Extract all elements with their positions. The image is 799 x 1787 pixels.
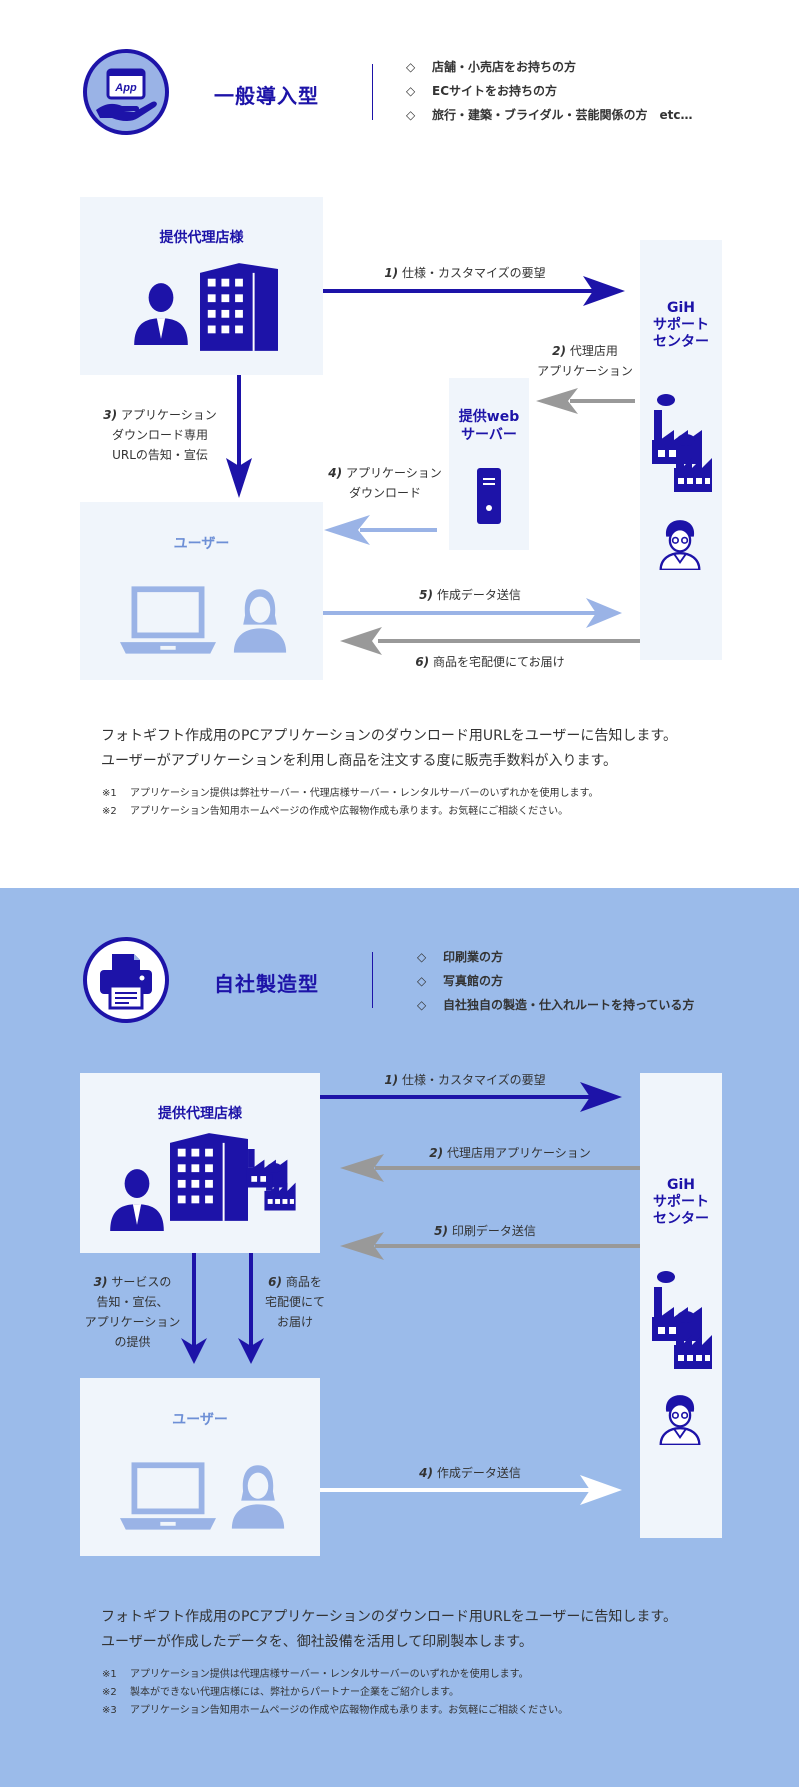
s2-flow-3-label: 3) サービスの 告知・宣伝、 アプリケーション の提供 (70, 1272, 195, 1352)
s1-flow-4-text: アプリケーション ダウンロード (345, 466, 442, 500)
s2-arrows (181, 1082, 640, 1505)
s1-arrow-3 (226, 375, 252, 498)
s1-flow-3-text: アプリケーション ダウンロード専用 URLの告知・宣伝 (111, 408, 217, 462)
s2-flow-4-label: 4) 作成データ送信 (385, 1463, 555, 1483)
s1-flow-2-label: 2) 代理店用 アプリケーション (520, 341, 650, 381)
s2-flow-2-label: 2) 代理店用アプリケーション (395, 1143, 625, 1163)
s2-flow-1-num: 1) (384, 1073, 399, 1087)
s1-flow-6-label: 6) 商品を宅配便にてお届け (385, 652, 595, 672)
s2-arrow-6 (238, 1253, 264, 1364)
s2-desc-line-2: ユーザーが作成したデータを、御社設備を活用して印刷製本します。 (101, 1634, 533, 1650)
s2-flow-4-text: 作成データ送信 (436, 1466, 521, 1480)
s1-user-title: ユーザー (173, 536, 230, 552)
section2-bullet-3: 自社独自の製造・仕入れルートを持っている方 (417, 993, 694, 1017)
s2-user-title: ユーザー (172, 1412, 228, 1428)
s1-arrow-5 (323, 598, 622, 628)
s1-user-box: ユーザー (80, 502, 323, 680)
s2-arrow-4 (320, 1475, 622, 1505)
section1-header-icon: App (82, 48, 170, 136)
printer-icon (83, 937, 169, 1023)
s2-flow-4-num: 4) (419, 1466, 433, 1480)
s1-flow-5-label: 5) 作成データ送信 (385, 585, 555, 605)
s1-agency-title: 提供代理店様 (159, 230, 244, 246)
s2-flow-3-num: 3) (93, 1275, 108, 1289)
s2-gih-title: GiH サポート センター (653, 1177, 709, 1227)
s2-flow-2-num: 2) (429, 1146, 444, 1160)
s1-arrow-4 (324, 515, 437, 545)
section1-title: 一般導入型 (214, 84, 319, 108)
section1-bullet-2: ECサイトをお持ちの方 (406, 79, 693, 103)
s2-arrow-3 (181, 1253, 207, 1364)
s1-flow-6-num: 6) (415, 655, 430, 669)
section2-bullet-1: 印刷業の方 (417, 945, 694, 969)
section2-bullet-2: 写真館の方 (417, 969, 694, 993)
s1-flow-3-num: 3) (103, 408, 118, 422)
s2-flow-6-label: 6) 商品を 宅配便にて お届け (255, 1272, 335, 1332)
s2-gih-box: GiH サポート センター (640, 1073, 722, 1538)
s2-user-box: ユーザー (80, 1378, 320, 1556)
s1-agency-box: 提供代理店様 (80, 197, 323, 375)
section2-title: 自社製造型 (214, 972, 319, 996)
app-label: App (114, 82, 137, 94)
s1-flow-6-text: 商品を宅配便にてお届け (433, 655, 565, 669)
s1-flow-2-text: 代理店用 アプリケーション (537, 344, 633, 378)
s2-flow-5-label: 5) 印刷データ送信 (395, 1221, 575, 1241)
s1-flow-3-label: 3) アプリケーション ダウンロード専用 URLの告知・宣伝 (90, 405, 230, 465)
section1-bullet-1: 店舗・小売店をお持ちの方 (406, 55, 693, 79)
s2-flow-5-num: 5) (434, 1224, 448, 1238)
s2-flow-6-text: 商品を 宅配便にて お届け (264, 1275, 325, 1329)
s1-flow-4-label: 4) アプリケーション ダウンロード (315, 463, 455, 503)
s1-arrows (226, 276, 640, 655)
s1-arrow-1 (323, 276, 625, 306)
s1-gih-box: GiH サポート センター (640, 240, 722, 660)
s2-arrow-5 (340, 1232, 640, 1260)
section1-divider (372, 64, 373, 120)
s1-arrow-2 (536, 388, 635, 414)
s2-flow-5-text: 印刷データ送信 (451, 1224, 536, 1238)
s1-desc-line-2: ユーザーがアプリケーションを利用し商品を注文する度に販売手数料が入ります。 (101, 753, 618, 769)
section2-bullets: 印刷業の方 写真館の方 自社独自の製造・仕入れルートを持っている方 (417, 945, 694, 1017)
s2-agency-box: 提供代理店様 (80, 1073, 320, 1253)
s2-description: フォトギフト作成用のPCアプリケーションのダウンロード用URLをユーザーに告知し… (101, 1605, 677, 1655)
s1-flow-2-num: 2) (552, 344, 566, 358)
s1-flow-5-num: 5) (419, 588, 433, 602)
s2-flow-2-text: 代理店用アプリケーション (446, 1146, 591, 1160)
s2-desc-line-1: フォトギフト作成用のPCアプリケーションのダウンロード用URLをユーザーに告知し… (101, 1609, 678, 1625)
s1-flow-5-text: 作成データ送信 (436, 588, 521, 602)
s1-flow-1-text: 仕様・カスタマイズの要望 (402, 266, 546, 280)
s1-server-title: 提供web サーバー (458, 409, 520, 443)
section2-divider (372, 952, 373, 1008)
s2-flow-6-num: 6) (268, 1275, 282, 1289)
s2-flow-1-text: 仕様・カスタマイズの要望 (402, 1073, 546, 1087)
section1-bullet-3: 旅行・建築・ブライダル・芸能関係の方 etc… (406, 103, 693, 127)
s2-agency-title: 提供代理店様 (158, 1106, 242, 1122)
s2-arrow-1 (320, 1082, 622, 1112)
s1-description: フォトギフト作成用のPCアプリケーションのダウンロード用URLをユーザーに告知し… (101, 724, 677, 774)
s1-arrow-6 (340, 627, 640, 655)
s1-flow-1-num: 1) (384, 266, 399, 280)
section1-bullets: 店舗・小売店をお持ちの方 ECサイトをお持ちの方 旅行・建築・ブライダル・芸能関… (406, 55, 693, 127)
s2-flow-1-label: 1) 仕様・カスタマイズの要望 (345, 1070, 585, 1090)
app-hand-icon: App (83, 49, 169, 135)
section2-header-icon (82, 936, 170, 1024)
s1-flow-4-num: 4) (328, 466, 343, 480)
s1-gih-title: GiH サポート センター (653, 300, 709, 350)
s1-flow-1-label: 1) 仕様・カスタマイズの要望 (345, 263, 585, 283)
s1-server-box: 提供web サーバー (449, 378, 529, 550)
s2-flow-3-text: サービスの 告知・宣伝、 アプリケーション の提供 (84, 1275, 181, 1349)
s2-arrow-2 (340, 1154, 640, 1182)
s1-desc-line-1: フォトギフト作成用のPCアプリケーションのダウンロード用URLをユーザーに告知し… (101, 728, 678, 744)
